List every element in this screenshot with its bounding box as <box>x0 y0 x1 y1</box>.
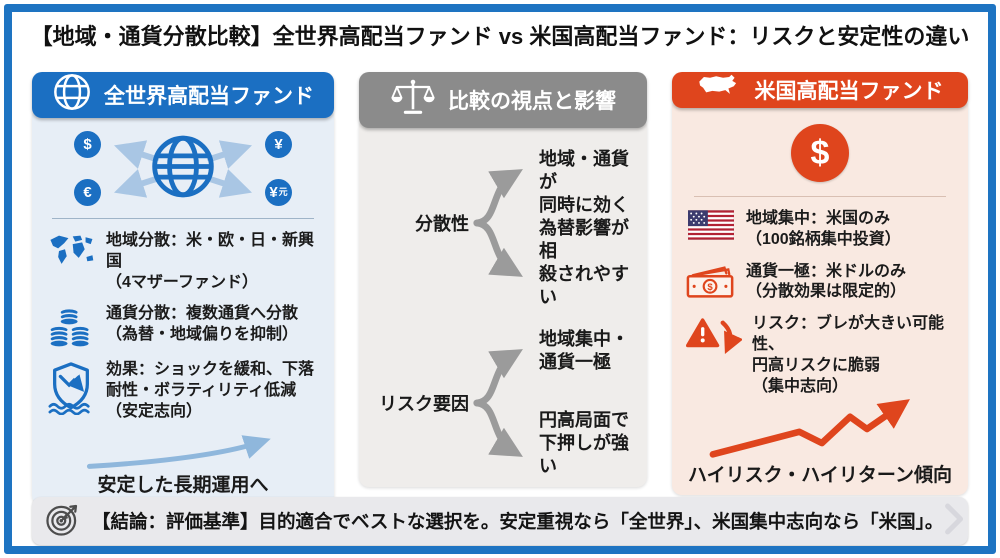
list-item-line: （為替・地域偏りを抑制） <box>106 326 299 344</box>
list-item-line: （100銘柄集中投資） <box>746 230 901 248</box>
branch-label: リスク要因 <box>379 394 469 414</box>
branch-line: 同時に効く <box>539 195 629 216</box>
dollar-bills-icon: $ <box>686 262 736 301</box>
list-item-line: 通貨分散：複数通貨へ分散 <box>106 305 299 323</box>
branch-bottom-text: 円高局面で 下押しが強い <box>539 409 639 478</box>
branch-label: 分散性 <box>415 214 469 234</box>
svg-text:$: $ <box>707 281 713 292</box>
us-fund-title: 米国高配当ファンド <box>754 80 944 103</box>
list-item-line: 通貨一極：米ドルのみ <box>746 262 907 280</box>
comparison-header: 比較の視点と影響 <box>359 72 647 128</box>
branch-line: 地域・通貨が <box>539 149 629 193</box>
shield-wave-icon <box>46 360 96 416</box>
coins-icon <box>46 304 96 349</box>
currency-arrows <box>114 140 252 198</box>
list-item-currency-diversification: 通貨分散：複数通貨へ分散 （為替・地域偏りを抑制） <box>46 304 324 349</box>
chevron-right-icon <box>943 501 967 542</box>
branch-diversification: 分散性 地域・通貨が 同時に効く <box>371 148 639 307</box>
scales-icon <box>390 78 436 122</box>
upward-trend-arrow-blue <box>86 435 271 469</box>
list-item-risk: リスク：ブレが大きい可能性、 円高リスクに脆弱 （集中志向） <box>686 314 958 397</box>
usd-symbol: $ <box>83 136 92 153</box>
panel-comparison: 比較の視点と影響 分散性 地域・通貨が 同時に <box>359 72 647 487</box>
branch-top-text: 地域集中・ 通貨一極 <box>539 328 639 374</box>
world-map-icon <box>46 231 96 270</box>
list-item-effect: 効果：ショックを緩和、下落 耐性・ボラティリティ低減 （安定志向） <box>46 360 324 422</box>
currency-diversification-diagram: $ € ¥ ¥元 <box>58 126 308 212</box>
list-item-line: （集中志向） <box>752 377 849 395</box>
list-item-line: （分散効果は限定的） <box>746 283 907 301</box>
comparison-title: 比較の視点と影響 <box>448 90 616 113</box>
cny-sub-symbol: 元 <box>278 187 288 197</box>
global-fund-title: 全世界高配当ファンド <box>104 85 314 108</box>
branch-risk-factors: リスク要因 地域集中・ 通貨一極 円高局面で <box>371 328 639 478</box>
comparison-columns: 全世界高配当ファンド <box>32 72 968 505</box>
us-flag-icon <box>686 209 736 240</box>
eur-badge: € <box>74 179 101 206</box>
panel-us-fund: 米国高配当ファンド $ <box>672 72 968 496</box>
jpy-badge: ¥ <box>265 131 292 158</box>
branch-line: 下押しが強い <box>539 432 629 476</box>
eur-symbol: € <box>83 184 92 201</box>
conclusion-text: 【結論：評価基準】目的適合でベストな選択を。安定重視なら「全世界」、米国集中志向… <box>92 511 944 532</box>
conclusion-bar: 【結論：評価基準】目的適合でベストな選択を。安定重視なら「全世界」、米国集中志向… <box>32 497 968 545</box>
divider <box>52 218 314 219</box>
global-fund-header: 全世界高配当ファンド <box>32 72 334 118</box>
us-fund-header: 米国高配当ファンド <box>672 72 968 108</box>
cny-symbol: ¥ <box>269 184 278 201</box>
list-item-line: 地域分散：米・欧・日・新興国 <box>106 232 315 270</box>
list-item-line: 耐性・ボラティリティ低減 <box>106 382 297 400</box>
list-item-region-diversification: 地域分散：米・欧・日・新興国 （4マザーファンド） <box>46 231 324 293</box>
usa-map-icon <box>697 72 743 108</box>
usd-badge: $ <box>74 131 101 158</box>
list-item-currency-concentration: $ 通貨一極：米ドルのみ （分散効果は限定的） <box>686 262 958 304</box>
branch-line: 通貨一極 <box>539 352 611 373</box>
comparison-body: 分散性 地域・通貨が 同時に効く <box>359 118 647 487</box>
fork-arrows-icon <box>473 349 523 457</box>
globe-network-icon <box>149 133 217 206</box>
branch-line: 円高局面で <box>539 409 629 430</box>
branch-top-text: 地域・通貨が 同時に効く <box>539 148 639 217</box>
target-icon <box>44 500 82 543</box>
panel-global-fund: 全世界高配当ファンド <box>32 72 334 505</box>
branch-line: 為替影響が相 <box>539 218 629 262</box>
list-item-line: 円高リスクに脆弱 <box>752 356 881 374</box>
branch-bottom-text: 為替影響が相 殺されやすい <box>539 217 639 309</box>
upward-zigzag-arrow-red <box>709 399 910 459</box>
list-item-line: 効果：ショックを緩和、下落 <box>106 361 315 379</box>
branch-line: 地域集中・ <box>539 329 629 349</box>
us-outcome-label: ハイリスク・ハイリターン傾向 <box>688 465 952 487</box>
list-item-line: 地域集中：米国のみ <box>746 210 891 227</box>
jpy-symbol: ¥ <box>274 136 283 153</box>
fork-arrows-icon <box>473 169 523 277</box>
warning-triangle-icon <box>686 314 742 369</box>
list-item-line: （4マザーファンド） <box>106 273 258 291</box>
global-fund-body: $ € ¥ ¥元 <box>32 108 334 505</box>
dollar-circle-icon: $ <box>791 124 849 182</box>
page-title: 【地域・通貨分散比較】全世界高配当ファンド vs 米国高配当ファンド：リスクと安… <box>30 24 970 49</box>
us-fund-body: $ <box>672 98 968 496</box>
divider <box>694 196 946 197</box>
globe-icon <box>52 72 92 118</box>
global-outcome-label: 安定した長期運用へ <box>97 474 269 496</box>
dollar-symbol: $ <box>810 133 830 172</box>
list-item-line: （安定志向） <box>106 402 203 420</box>
list-item-line: リスク：ブレが大きい可能性、 <box>752 315 945 353</box>
branch-line: 殺されやすい <box>539 264 629 308</box>
cny-badge: ¥元 <box>265 179 292 206</box>
list-item-region-concentration: 地域集中：米国のみ （100銘柄集中投資） <box>686 209 958 251</box>
